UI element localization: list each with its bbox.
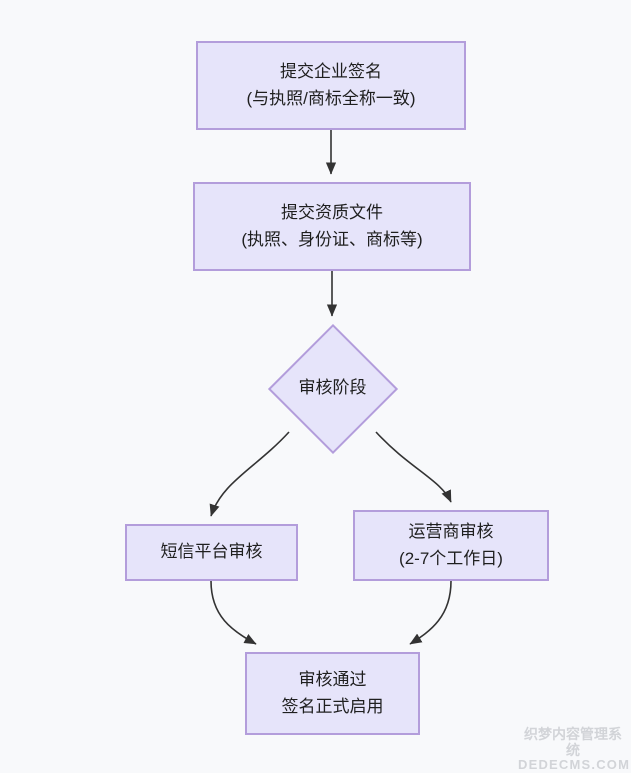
watermark-english: DEDECMS.COM (518, 757, 631, 773)
node-review-stage-label: 审核阶段 (298, 378, 367, 398)
node-submit-documents[interactable]: 提交资质文件 (执照、身份证、商标等) (193, 182, 471, 271)
node-approved-line1: 审核通过 (298, 670, 367, 690)
node-carrier-review-line1: 运营商审核 (408, 522, 494, 542)
node-submit-signature-line1: 提交企业签名 (280, 62, 382, 82)
watermark-chinese: 织梦内容管理系统 (524, 726, 622, 759)
node-carrier-review[interactable]: 运营商审核 (2-7个工作日) (353, 510, 549, 581)
edge-carrier-review-to-approved (409, 580, 452, 645)
node-submit-signature[interactable]: 提交企业签名 (与执照/商标全称一致) (196, 41, 466, 130)
node-submit-documents-line2: (执照、身份证、商标等) (241, 229, 423, 249)
node-submit-documents-line1: 提交资质文件 (281, 203, 383, 223)
node-sms-platform-review[interactable]: 短信平台审核 (125, 524, 298, 581)
node-submit-signature-line2: (与执照/商标全称一致) (246, 88, 416, 108)
node-approved-line2: 签名正式启用 (281, 696, 384, 716)
edge-sms-platform-to-approved (210, 580, 257, 645)
node-sms-platform-review-line1: 短信平台审核 (160, 542, 263, 562)
node-review-stage[interactable]: 审核阶段 (267, 323, 398, 454)
node-carrier-review-line2: (2-7个工作日) (399, 548, 503, 568)
watermark: 织梦内容管理系统 DEDECMS.COM (518, 726, 631, 773)
node-approved[interactable]: 审核通过 签名正式启用 (245, 652, 420, 735)
